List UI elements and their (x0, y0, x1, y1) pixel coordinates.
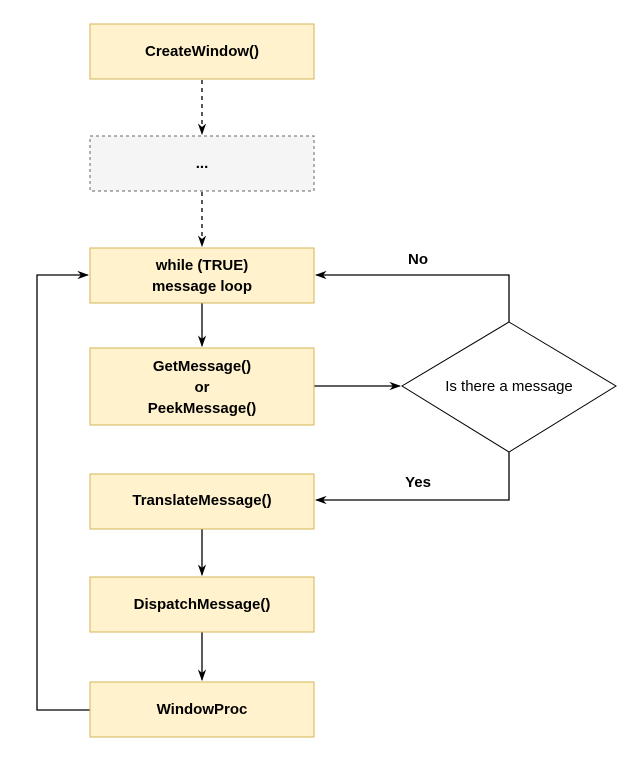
node-translate-message[interactable]: TranslateMessage() (89, 473, 315, 530)
node-decision[interactable]: Is there a message (401, 321, 617, 453)
node-ellipsis-label: ... (196, 155, 209, 172)
node-dispatch-message[interactable]: DispatchMessage() (89, 576, 315, 633)
node-create-window-label: CreateWindow() (145, 43, 259, 60)
node-decision-label: Is there a message (445, 378, 573, 395)
node-get-message[interactable]: GetMessage() or PeekMessage() (89, 347, 315, 426)
node-while-loop[interactable]: while (TRUE) message loop (89, 247, 315, 304)
node-get-line1: GetMessage() (153, 358, 251, 375)
node-dispatch-label: DispatchMessage() (134, 596, 271, 613)
edge-decision-no (314, 270, 510, 322)
node-translate-label: TranslateMessage() (132, 492, 271, 509)
node-get-line3: PeekMessage() (148, 400, 256, 417)
node-while-line1: while (TRUE) (155, 257, 249, 274)
edge-label-no: No (408, 251, 428, 268)
node-get-line2: or (195, 379, 210, 396)
node-window-proc[interactable]: WindowProc (89, 681, 315, 738)
node-window-proc-label: WindowProc (157, 701, 248, 718)
node-ellipsis[interactable]: ... (89, 135, 315, 192)
edge-decision-yes (314, 452, 510, 505)
node-while-line2: message loop (152, 278, 252, 295)
edge-label-yes: Yes (405, 474, 431, 491)
node-create-window[interactable]: CreateWindow() (89, 23, 315, 80)
edge-windowproc-loop-back (36, 270, 90, 711)
